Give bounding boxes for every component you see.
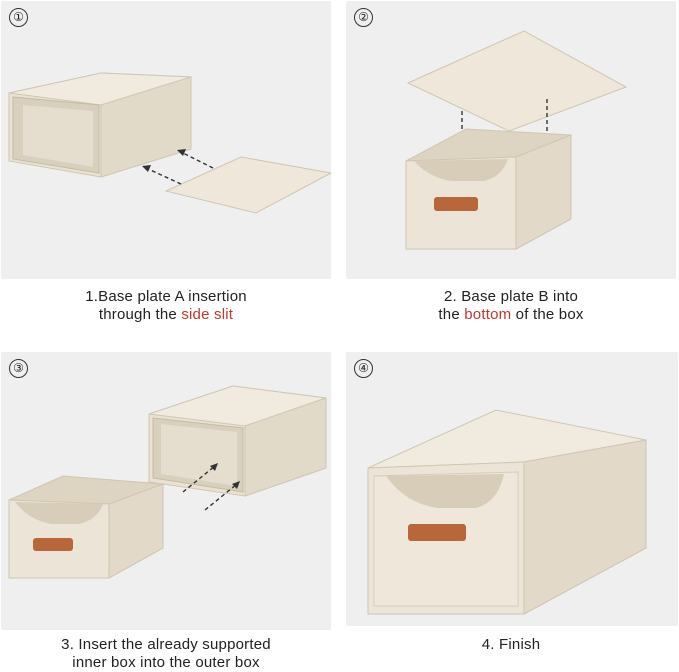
caption-line-2: through the side slit	[1, 306, 331, 324]
step-1-panel: ①	[1, 1, 331, 279]
step-4-caption: 4. Finish	[346, 636, 676, 654]
step-1-caption: 1.Base plate A insertion through the sid…	[1, 288, 331, 324]
caption-text: through the	[98, 306, 182, 323]
step-2-illustration	[405, 30, 628, 250]
caption-line-1: 3. Insert the already supported	[61, 636, 271, 653]
step-number-badge: ②	[354, 8, 373, 27]
caption-highlight: side slit	[181, 306, 234, 323]
step-2-panel: ②	[346, 1, 676, 279]
caption-line-2: the bottom of the box	[346, 306, 676, 324]
step-1-illustration	[8, 72, 331, 214]
caption-line-1: 4. Finish	[481, 636, 541, 653]
caption-text-post: of the box	[511, 306, 584, 323]
step-2-caption: 2. Base plate B into the bottom of the b…	[346, 288, 676, 324]
step-number-badge: ③	[9, 359, 28, 378]
step-number-badge: ①	[9, 8, 28, 27]
step-number-badge: ④	[354, 359, 373, 378]
caption-line-2: inner box into the outer box	[72, 654, 260, 671]
step-3-panel: ③	[1, 352, 331, 630]
caption-highlight: bottom	[464, 306, 512, 323]
caption-line-1: 1.Base plate A insertion	[85, 288, 247, 305]
step-3-caption: 3. Insert the already supported inner bo…	[1, 636, 331, 672]
step-4-panel: ④	[346, 352, 678, 626]
step-4-illustration	[367, 409, 647, 615]
step-3-illustration	[8, 385, 327, 579]
caption-line-1: 2. Base plate B into	[443, 288, 579, 305]
caption-text: the	[438, 306, 465, 323]
